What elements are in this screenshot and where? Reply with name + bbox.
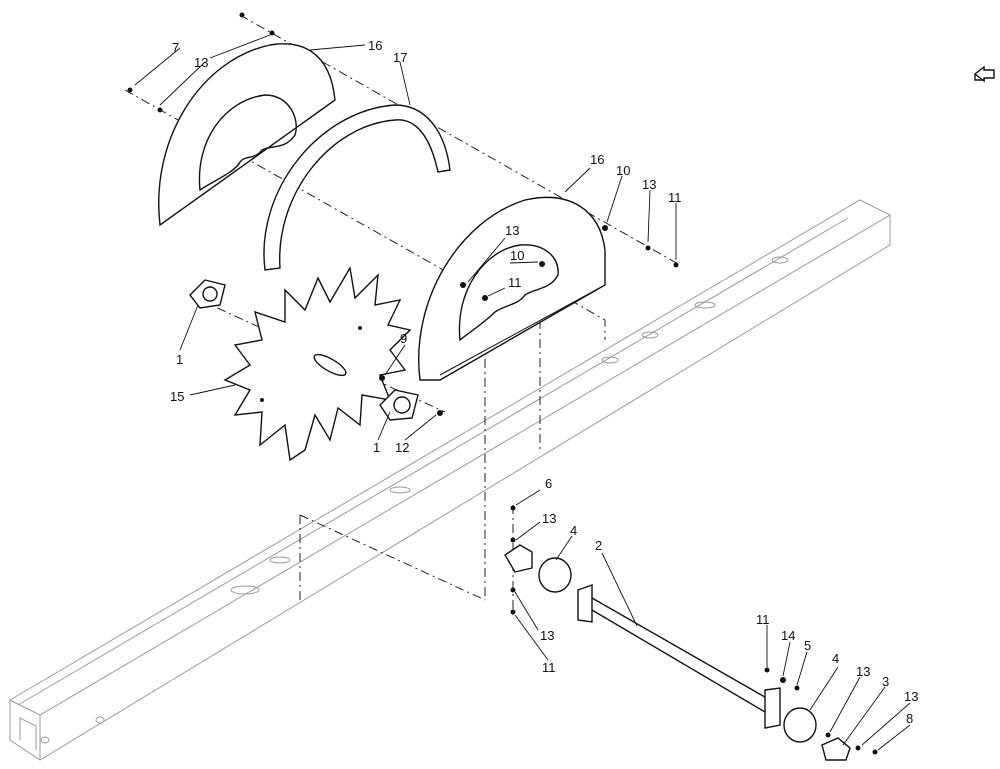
callout-7: 7 [172, 40, 179, 55]
callout-16: 16 [590, 152, 604, 167]
callout-12: 12 [395, 440, 409, 455]
callout-4: 4 [832, 651, 839, 666]
bearing-part-1-upper [189, 279, 226, 309]
callout-5: 5 [804, 638, 811, 653]
callout-13: 13 [194, 55, 208, 70]
callout-labels: 7 13 16 17 16 10 13 11 13 10 11 1 9 15 1… [170, 38, 918, 726]
upper-hardware [127, 12, 679, 416]
frame-beam [9, 199, 891, 761]
star-wheel-part-15 [223, 265, 412, 462]
callout-10: 10 [616, 163, 630, 178]
callout-15: 15 [170, 389, 184, 404]
callout-11: 11 [668, 190, 682, 205]
rear-shield-part-16 [158, 43, 336, 227]
callout-13: 13 [904, 689, 918, 704]
callout-1: 1 [176, 352, 183, 367]
arc-band-part-17 [263, 104, 451, 271]
leader-lines [134, 34, 911, 751]
callout-2: 2 [595, 538, 602, 553]
callout-16: 16 [368, 38, 382, 53]
callout-11: 11 [542, 660, 556, 675]
front-direction-arrow-icon [973, 65, 995, 83]
callout-6: 6 [545, 476, 552, 491]
callout-13: 13 [505, 223, 519, 238]
callout-9: 9 [400, 331, 407, 346]
callout-14: 14 [781, 628, 795, 643]
callout-8: 8 [906, 711, 913, 726]
callout-17: 17 [393, 50, 407, 65]
callout-13: 13 [542, 511, 556, 526]
callout-13: 13 [540, 628, 554, 643]
callout-13: 13 [856, 664, 870, 679]
callout-13: 13 [642, 177, 656, 192]
callout-11: 11 [508, 275, 522, 290]
callout-3: 3 [882, 674, 889, 689]
shaft-assembly [504, 505, 878, 761]
callout-4: 4 [570, 523, 577, 538]
callout-10: 10 [510, 248, 524, 263]
callout-1: 1 [373, 440, 380, 455]
callout-11: 11 [756, 612, 770, 627]
front-shield-part-16 [418, 196, 606, 381]
